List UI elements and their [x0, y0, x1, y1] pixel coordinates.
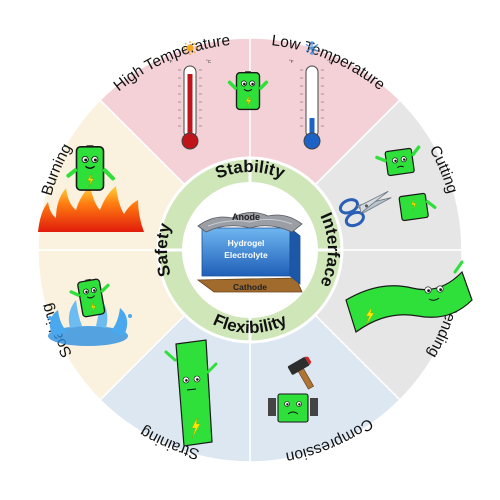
cathode-label: Cathode [233, 282, 267, 292]
hammer-icon [287, 356, 315, 390]
fahrenheit-unit-cold: °F [289, 59, 294, 64]
celsius-unit-cold: °C [327, 59, 333, 64]
celsius-unit: °C [206, 59, 212, 64]
anode-label: Anode [232, 212, 260, 222]
ring-label-safety: Safety [152, 221, 175, 279]
sun-icon [183, 41, 197, 55]
snowflake-icon [305, 41, 319, 55]
battery-character-bending [345, 260, 473, 333]
battery-character-soaking [69, 276, 110, 318]
battery-character-cutting-bottom [398, 192, 437, 222]
fahrenheit-unit: °F [168, 59, 173, 64]
scissors-icon [338, 190, 392, 228]
thermometer-cold-icon: °F °C [289, 59, 333, 150]
battery-character-burning [66, 144, 115, 191]
electrolyte-label-line1: Hydrogel [228, 238, 265, 248]
battery-character-compression [268, 393, 318, 423]
water-splash-icon [48, 300, 132, 346]
ring-dividers [158, 158, 342, 342]
battery-character-straining [164, 339, 218, 447]
battery-character-cutting-top [375, 145, 421, 177]
hydrogel-electrolyte-cube: Anode Hydrogel Electrolyte Cathode [196, 212, 303, 293]
fire-icon [38, 186, 144, 232]
thermometer-hot-icon: °F °C [168, 59, 212, 150]
battery-character-high-temperature [227, 70, 269, 111]
electrolyte-label-line2: Electrolyte [224, 250, 268, 260]
